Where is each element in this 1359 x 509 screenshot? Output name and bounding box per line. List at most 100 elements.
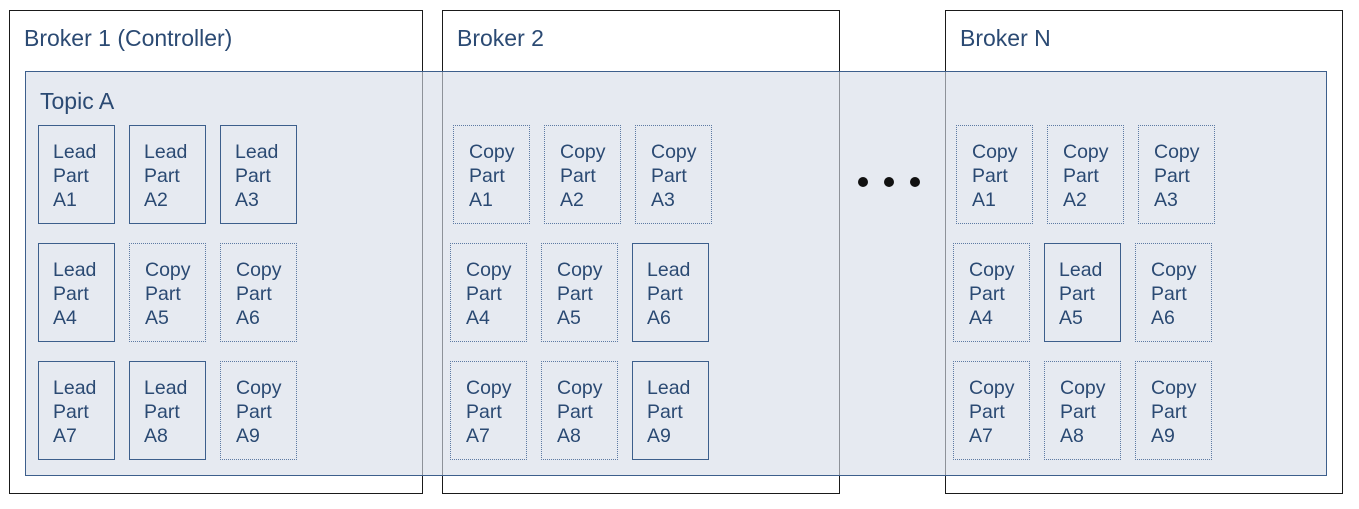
partition-role-text: Lead (1059, 259, 1103, 281)
partition-role-text: Copy (1151, 377, 1197, 399)
broker-n-label: Broker N (960, 25, 1051, 51)
partition-id-text: A1 (972, 189, 996, 211)
partition-id-text: A7 (466, 425, 490, 447)
partition-part-text: Part (236, 401, 272, 423)
broker-1-label: Broker 1 (Controller) (24, 25, 233, 51)
partition-part-text: Part (469, 165, 505, 187)
partition-id-text: A4 (969, 307, 993, 329)
partition-id-text: A3 (651, 189, 675, 211)
topic-a-label: Topic A (40, 88, 115, 114)
partition-part-text: Part (1059, 283, 1095, 305)
partition-role-text: Copy (236, 377, 282, 399)
partition-part-text: Part (466, 401, 502, 423)
partition-role-text: Lead (53, 141, 97, 163)
partition-id-text: A7 (53, 425, 77, 447)
partition-role-text: Copy (1151, 259, 1197, 281)
partition-part-text: Part (1151, 283, 1187, 305)
partition-part-text: Part (560, 165, 596, 187)
partition-id-text: A5 (145, 307, 169, 329)
topic-a-band (25, 71, 1327, 476)
partition-id-text: A9 (1151, 425, 1175, 447)
partition-part-text: Part (1154, 165, 1190, 187)
partition-role-text: Lead (144, 377, 188, 399)
partition-part-text: Part (557, 401, 593, 423)
partition-role-text: Lead (647, 259, 691, 281)
partition-part-text: Part (1060, 401, 1096, 423)
partition-part-text: Part (647, 283, 683, 305)
partition-role-text: Copy (651, 141, 697, 163)
partition-id-text: A9 (647, 425, 671, 447)
partition-id-text: A7 (969, 425, 993, 447)
partition-part-text: Part (144, 165, 180, 187)
partition-part-text: Part (53, 283, 89, 305)
partition-part-text: Part (53, 401, 89, 423)
partition-role-text: Copy (969, 377, 1015, 399)
ellipsis-dot (884, 177, 894, 187)
partition-role-text: Lead (235, 141, 279, 163)
ellipsis-dot (858, 177, 868, 187)
partition-id-text: A6 (1151, 307, 1175, 329)
partition-id-text: A8 (144, 425, 168, 447)
partition-role-text: Copy (466, 377, 512, 399)
partition-role-text: Copy (1063, 141, 1109, 163)
partition-role-text: Lead (144, 141, 188, 163)
partition-role-text: Copy (560, 141, 606, 163)
partition-id-text: A2 (560, 189, 584, 211)
partition-role-text: Copy (557, 377, 603, 399)
partition-id-text: A8 (557, 425, 581, 447)
partition-part-text: Part (145, 283, 181, 305)
partition-role-text: Lead (647, 377, 691, 399)
partition-part-text: Part (1063, 165, 1099, 187)
partition-part-text: Part (647, 401, 683, 423)
broker-2-label: Broker 2 (457, 25, 544, 51)
partition-part-text: Part (235, 165, 271, 187)
partition-part-text: Part (236, 283, 272, 305)
partition-part-text: Part (969, 283, 1005, 305)
partition-id-text: A5 (557, 307, 581, 329)
partition-id-text: A6 (236, 307, 260, 329)
partition-id-text: A4 (53, 307, 77, 329)
partition-part-text: Part (557, 283, 593, 305)
partition-id-text: A1 (469, 189, 493, 211)
partition-id-text: A2 (144, 189, 168, 211)
partition-id-text: A3 (235, 189, 259, 211)
partition-part-text: Part (466, 283, 502, 305)
partition-role-text: Lead (53, 259, 97, 281)
partition-role-text: Copy (145, 259, 191, 281)
partition-id-text: A6 (647, 307, 671, 329)
partition-part-text: Part (651, 165, 687, 187)
partition-role-text: Lead (53, 377, 97, 399)
partition-id-text: A4 (466, 307, 490, 329)
partition-role-text: Copy (969, 259, 1015, 281)
partition-id-text: A5 (1059, 307, 1083, 329)
more-brokers-ellipsis (858, 177, 920, 187)
ellipsis-dot (910, 177, 920, 187)
partition-part-text: Part (144, 401, 180, 423)
partition-role-text: Copy (469, 141, 515, 163)
partition-role-text: Copy (1154, 141, 1200, 163)
partition-part-text: Part (1151, 401, 1187, 423)
